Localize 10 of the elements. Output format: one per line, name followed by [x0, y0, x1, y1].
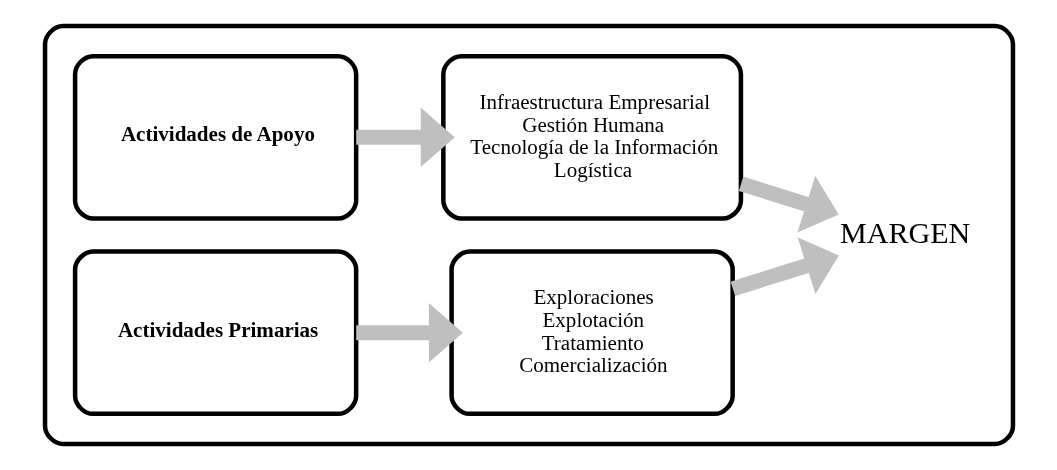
arrow: [738, 175, 839, 233]
node-box: Actividades Primarias: [72, 249, 358, 417]
node-box: Infraestructura Empresarial Gestión Humana Tecnología de la Información Logística: [440, 53, 743, 221]
arrow: [355, 107, 455, 168]
node-text: MARGEN: [839, 215, 970, 250]
cluster: [42, 23, 1015, 447]
arrow: [730, 237, 839, 297]
node-box: Exploraciones Explotación Tratamiento Comercialización: [448, 249, 735, 417]
node-box: Actividades de Apoyo: [72, 53, 358, 221]
arrow: [355, 302, 463, 363]
